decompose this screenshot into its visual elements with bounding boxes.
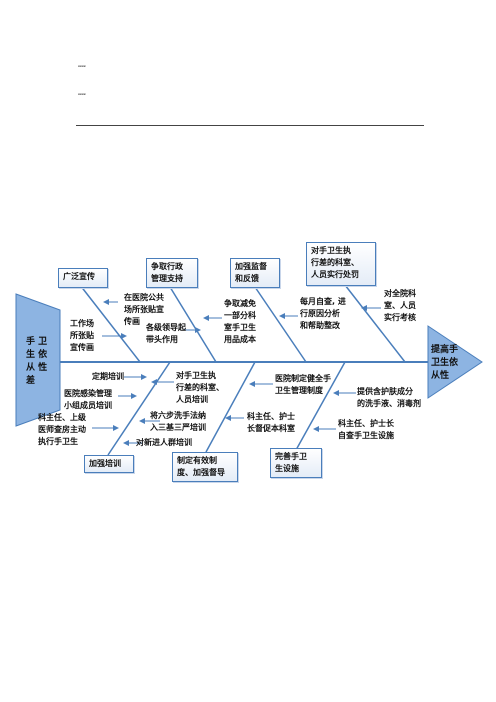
bone-training <box>107 361 171 456</box>
cause-c11: 将六步洗手法纳 入三基三严培训 <box>150 411 206 432</box>
category-dept-punish: 对手卫生执 行差的科室、 人员实行处罚 <box>306 242 376 286</box>
cause-c4: 争取减免 一部分科 室手卫生 用品成本 <box>224 299 256 344</box>
cause-c6: 对全院科 室、人员 实行考核 <box>384 289 416 322</box>
category-publicity: 广泛宣传 <box>58 268 108 288</box>
cause-c16: 科主任、护士长 自查手卫生设施 <box>338 419 394 440</box>
cause-c15: 提供含护肤成分 的洗手液、消毒剂 <box>357 387 421 408</box>
fish-tail <box>15 293 61 427</box>
cause-c1: 工作场 所张贴 宣传画 <box>70 319 94 352</box>
fish-head-label: 提高手 卫生依 从性 <box>431 345 459 381</box>
header-mark-2: xxxx <box>78 92 86 96</box>
cause-c10: 对手卫生执 行差的科室、 人员培训 <box>176 371 224 404</box>
cause-c5: 每月自查, 进 行原因分析 和帮助整改 <box>300 297 346 330</box>
bone-dept <box>344 284 406 363</box>
bone-system <box>205 361 256 453</box>
cause-c7: 定期培训 <box>92 372 124 381</box>
fish-tail-label: 手 卫 生 依 从 性 差 <box>26 337 48 386</box>
category-admin: 争取行政 管理支持 <box>146 258 198 288</box>
category-facilities: 完善手卫 生设施 <box>270 448 322 478</box>
cause-c13: 医院制定健全手 卫生管理制度 <box>275 374 331 395</box>
header-mark-1: xxxx <box>78 64 86 68</box>
bone-admin <box>169 286 217 363</box>
cause-c3: 各级领导起 带头作用 <box>146 323 186 344</box>
header-rule <box>76 125 424 126</box>
bone-facilities <box>295 361 346 451</box>
cause-c12: 对新进人群培训 <box>136 438 192 447</box>
category-system: 制定有效制 度、加强督导 <box>172 452 238 482</box>
cause-c2: 在医院公共 场所张贴宣 传画 <box>124 293 164 326</box>
bone-publicity <box>79 284 141 363</box>
cause-c8: 医院感染管理 小组成员培训 <box>64 389 112 410</box>
category-training: 加强培训 <box>84 455 134 473</box>
category-supervision: 加强监督 和反馈 <box>230 258 280 288</box>
bone-supervision <box>254 286 307 363</box>
cause-c14: 科主任、护士 长督促本科室 <box>247 412 295 433</box>
cause-c9: 科主任、上级 医师查房主动 执行手卫生 <box>38 413 86 446</box>
